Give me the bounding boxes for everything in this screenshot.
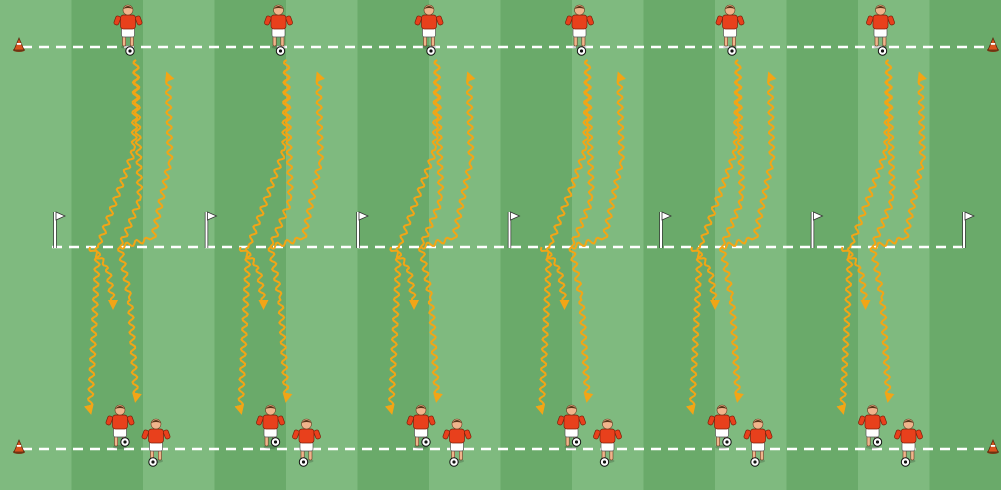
cone-stripe (17, 43, 21, 45)
ball-icon (600, 458, 608, 466)
ball-patch (123, 440, 126, 443)
ball-icon (276, 47, 284, 55)
ball-icon (878, 47, 886, 55)
ball-patch (730, 49, 733, 52)
ball-icon (149, 458, 157, 466)
ball-patch (452, 460, 455, 463)
ball-icon (728, 47, 736, 55)
pitch-stripe (0, 0, 72, 490)
ball-icon (422, 438, 430, 446)
ball-icon (873, 438, 881, 446)
ball-patch (904, 460, 907, 463)
ball-patch (302, 460, 305, 463)
ball-icon (901, 458, 909, 466)
ball-patch (151, 460, 154, 463)
ball-patch (424, 440, 427, 443)
pitch-stripe (787, 0, 859, 490)
pitch-stripe (644, 0, 716, 490)
ball-patch (603, 460, 606, 463)
ball-icon (450, 458, 458, 466)
ball-icon (271, 438, 279, 446)
ball-patch (725, 440, 728, 443)
cone-stripe (991, 43, 995, 45)
ball-icon (121, 438, 129, 446)
ball-icon (572, 438, 580, 446)
ball-patch (876, 440, 879, 443)
cone-stripe (17, 445, 21, 447)
cone-stripe (991, 445, 995, 447)
ball-icon (126, 47, 134, 55)
ball-patch (274, 440, 277, 443)
ball-icon (427, 47, 435, 55)
ball-icon (723, 438, 731, 446)
ball-patch (753, 460, 756, 463)
ball-patch (881, 49, 884, 52)
ball-icon (577, 47, 585, 55)
pitch-stripe (143, 0, 215, 490)
ball-patch (279, 49, 282, 52)
ball-patch (580, 49, 583, 52)
ball-patch (575, 440, 578, 443)
pitch-stripe (286, 0, 358, 490)
ball-icon (299, 458, 307, 466)
pitch-stripe (429, 0, 501, 490)
ball-patch (429, 49, 432, 52)
ball-icon (751, 458, 759, 466)
ball-patch (128, 49, 131, 52)
